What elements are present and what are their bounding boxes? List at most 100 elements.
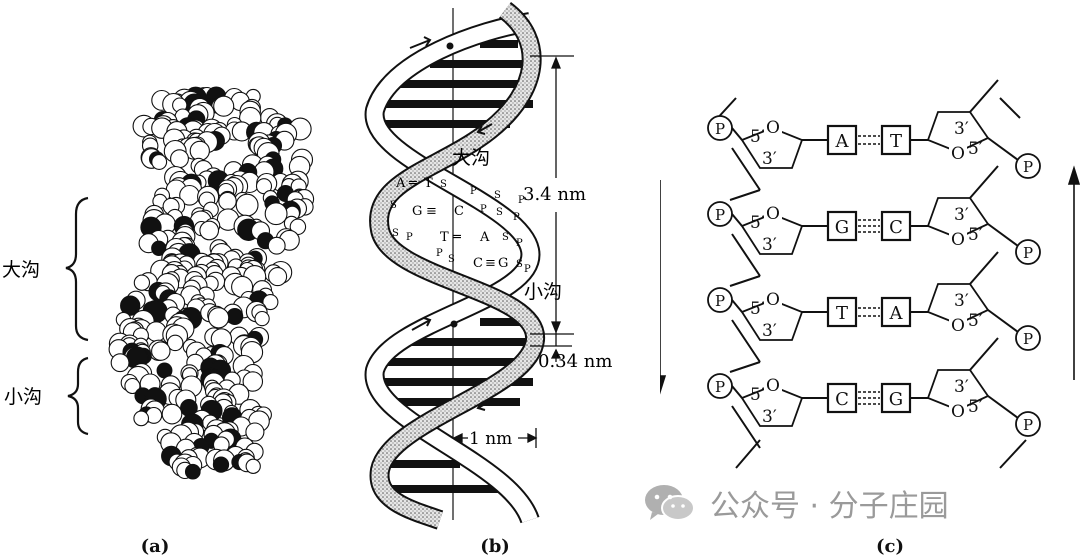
bp-row2-p1: P (480, 204, 487, 215)
atom-sphere (268, 267, 288, 287)
atom-sphere (110, 353, 130, 373)
ring-oxygen-label: O (951, 230, 965, 250)
backbone-link (729, 275, 761, 287)
bp-row4-s2: S (516, 259, 523, 270)
three-prime-label: 3′ (762, 407, 777, 427)
base-left: T (836, 303, 848, 324)
phosphate-label: P (715, 206, 725, 224)
atom-sphere (262, 294, 279, 311)
backbone-link (731, 127, 743, 141)
ring-oxygen-bg (764, 376, 782, 394)
radius-dimension (452, 428, 538, 448)
ring-oxygen-bg (764, 290, 782, 308)
bp-row2-p2: P (513, 212, 520, 223)
atom-sphere (267, 236, 286, 255)
backbone-link (987, 309, 1019, 333)
major-groove-label: 大沟 (2, 259, 40, 281)
backbone-link (731, 233, 761, 277)
atom-sphere (226, 308, 244, 325)
base-pair-rungs-upper (378, 40, 535, 128)
atom-sphere (254, 310, 270, 327)
bp-row1-bond: ═ (408, 176, 417, 191)
panel-a-space-filling-model: 大沟 小沟 (a) (0, 0, 330, 560)
bp-row4-left: C (473, 256, 483, 271)
helix-strand-1-fill (366, 14, 539, 524)
ring-oxygen-label: O (766, 118, 780, 138)
ring-oxygen-bg (764, 118, 782, 136)
backbone-tail (999, 97, 1021, 119)
backbone-link (969, 79, 999, 113)
base-left: A (835, 131, 850, 152)
three-prime-label: 3′ (954, 205, 969, 225)
bp-row2-s2: S (496, 207, 503, 218)
bp-row4-right: G (498, 256, 508, 271)
bp-row3-s2: S (502, 232, 509, 243)
backbone-link (969, 165, 999, 199)
phosphate-circle (1015, 153, 1041, 179)
major-groove-label-b: 大沟 (452, 147, 490, 169)
five-prime-label: 5′ (968, 225, 983, 245)
base-left: C (835, 389, 849, 410)
base-right: G (889, 389, 903, 410)
ring-oxygen-bg (949, 402, 967, 420)
bp-row4-s1: S (448, 254, 455, 265)
base-right: T (890, 131, 902, 152)
atom-sphere (245, 422, 265, 442)
bp-row4-p2: P (524, 264, 531, 275)
caption-a: (a) (140, 536, 170, 557)
phosphate-label: P (715, 292, 725, 310)
backbone-link (969, 337, 999, 371)
base-box (826, 210, 858, 242)
backbone-link (969, 251, 999, 285)
base-box (826, 296, 858, 328)
direction-arrow (411, 317, 432, 331)
bp-row4-bond: ≡ (485, 256, 496, 271)
atom-sphere (184, 463, 201, 480)
base-right: C (889, 217, 903, 238)
backbone-link (731, 299, 743, 313)
bp-row1-p2: P (518, 195, 525, 206)
atom-sphere (235, 193, 259, 217)
minor-groove-label-b: 小沟 (524, 281, 562, 303)
phosphate-label: P (1023, 330, 1033, 348)
space-filling-model-figure: 大沟 小沟 (2, 86, 315, 480)
bp-row2-right: C (454, 204, 464, 219)
ring-oxygen-bg (949, 144, 967, 162)
atom-sphere (170, 149, 189, 169)
bp-row4-p1: P (436, 248, 443, 259)
bp-row3-left: T (440, 230, 449, 245)
backbone-link (731, 385, 743, 399)
ring-oxygen-bg (949, 230, 967, 248)
base-box (880, 210, 912, 242)
caption-b: (b) (480, 536, 510, 557)
five-prime-label: 5′ (750, 213, 765, 233)
rise-dimension (530, 330, 572, 362)
three-prime-label: 3′ (954, 119, 969, 139)
five-prime-label: 5′ (750, 127, 765, 147)
backbone-link (731, 213, 743, 227)
backbone-link (987, 395, 1019, 419)
atom-sphere (166, 334, 184, 352)
five-prime-label: 5′ (968, 311, 983, 331)
bp-row2-bond: ≡ (426, 204, 437, 219)
atom-sphere (245, 458, 261, 474)
base-right: A (889, 303, 904, 324)
atom-sphere (242, 371, 264, 392)
minor-groove-brace (67, 356, 89, 436)
three-prime-label: 3′ (762, 235, 777, 255)
watermark-text: 公众号 · 分子庄园 (710, 489, 949, 524)
atom-sphere (133, 410, 150, 427)
atom-sphere (161, 403, 183, 425)
pitch-label: 3.4 nm (523, 184, 586, 205)
three-prime-label: 3′ (954, 291, 969, 311)
atom-sphere (133, 274, 151, 291)
direction-arrow (476, 123, 493, 135)
backbone-link (987, 137, 1019, 161)
base-left: G (835, 217, 849, 238)
ring-oxygen-label: O (951, 316, 965, 336)
atom-sphere (120, 295, 141, 316)
ring-oxygen-bg (764, 204, 782, 222)
backbone-link (731, 405, 761, 449)
